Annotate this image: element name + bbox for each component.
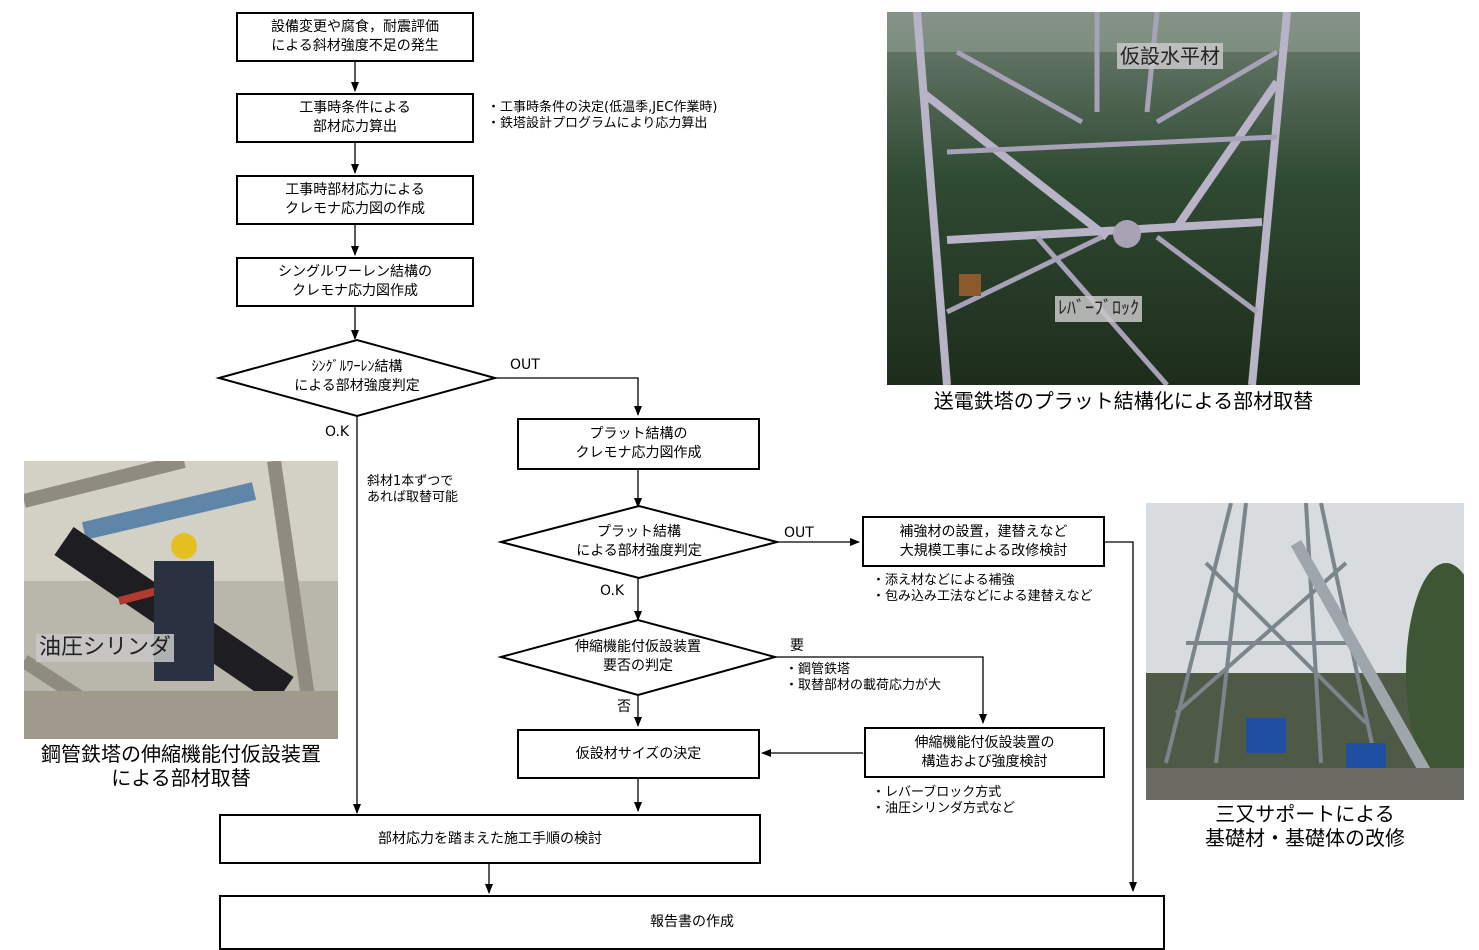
ok-note: 斜材1本ずつで あれば取替可能 — [367, 474, 458, 506]
step-pratt-diagram: プラット結構の クレモナ応力図作成 — [517, 418, 760, 470]
photo-hydraulic-cylinder: 油圧シリンダ — [24, 461, 338, 739]
large-line1: 補強材の設置，建替えなど — [899, 523, 1068, 540]
note-line: ・鋼管鉄塔 — [785, 662, 851, 677]
step-large-scale-repair: 補強材の設置，建替えなど 大規模工事による改修検討 — [862, 516, 1105, 567]
note-line: ・油圧シリンダ方式など — [872, 801, 1016, 816]
report-text: 報告書の作成 — [650, 914, 734, 930]
decision1-label: ｼﾝｸﾞﾙﾜｰﾚﾝ結構 による部材強度判定 — [259, 354, 455, 400]
photo-tag-hydraulic-cylinder: 油圧シリンダ — [36, 634, 175, 662]
step1-line2: による斜材強度不足の発生 — [271, 38, 439, 54]
decision3-line2: 要否の判定 — [603, 658, 673, 674]
decision2-line2: による部材強度判定 — [576, 543, 702, 559]
note-line: ・レバーブロック方式 — [872, 785, 1002, 800]
photo-cylinder-caption: 鋼管鉄塔の伸縮機能付仮設装置 による部材取替 — [14, 742, 348, 790]
step-member-stress-calc: 工事時条件による 部材応力算出 — [236, 93, 474, 143]
step2-notes: ・工事時条件の決定(低温季,JEC作業時) ・鉄塔設計プログラムにより応力算出 — [487, 100, 717, 132]
caption-line: 三又サポートによる — [1215, 802, 1395, 826]
decision3-line1: 伸縮機能付仮設装置 — [575, 639, 701, 655]
step2-line2: 部材応力算出 — [313, 119, 397, 135]
note-line: ・取替部材の載荷応力が大 — [785, 678, 942, 693]
step1-line1: 設備変更や腐食，耐震評価 — [271, 19, 439, 35]
photo-tripod-caption: 三又サポートによる 基礎材・基礎体の改修 — [1146, 802, 1464, 850]
decision2-out-label: OUT — [784, 525, 814, 541]
caption-line: 送電鉄塔のプラット結構化による部材取替 — [933, 389, 1314, 413]
note-line: ・包み込み工法などによる建替えなど — [872, 589, 1093, 604]
caption-line: 基礎材・基礎体の改修 — [1205, 826, 1405, 850]
decision3-diamond — [497, 618, 779, 697]
step-strength-shortage: 設備変更や腐食，耐震評価 による斜材強度不足の発生 — [236, 12, 474, 62]
step4-line1: シングルワーレン結構の — [278, 264, 432, 280]
decision2-diamond — [497, 504, 781, 580]
step-single-warren-diagram: シングルワーレン結構の クレモナ応力図作成 — [236, 257, 474, 307]
device-line1: 伸縮機能付仮設装置の — [914, 734, 1055, 751]
step-temp-size: 仮設材サイズの決定 — [517, 729, 760, 779]
decision1-line2: による部材強度判定 — [294, 378, 420, 394]
tripod-photo-illustration — [1146, 503, 1464, 800]
photo-pratt-tower: 仮設水平材 ﾚﾊﾞｰﾌﾞﾛｯｸ — [887, 12, 1360, 385]
step3-line1: 工事時部材応力による — [285, 182, 425, 198]
note-line: あれば取替可能 — [367, 490, 459, 505]
tower-photo-illustration — [887, 12, 1360, 385]
step5-line2: クレモナ応力図作成 — [575, 445, 702, 461]
step2-line1: 工事時条件による — [299, 100, 411, 116]
decision2-label: プラット結構 による部材強度判定 — [541, 519, 737, 565]
decision2-ok-label: O.K — [600, 583, 625, 599]
decision3-label: 伸縮機能付仮設装置 要否の判定 — [540, 634, 736, 680]
photo-pratt-caption: 送電鉄塔のプラット結構化による部材取替 — [887, 389, 1360, 413]
photo-tag-horizontal-member: 仮設水平材 — [1117, 43, 1223, 69]
decision1-out-label: OUT — [510, 357, 540, 373]
decision2-line1: プラット結構 — [597, 524, 681, 540]
step5-line1: プラット結構の — [589, 426, 688, 442]
large-scale-notes: ・添え材などによる補強 ・包み込み工法などによる建替えなど — [872, 573, 1093, 605]
decision3-no-label: 否 — [617, 699, 631, 715]
decision3-notes: ・鋼管鉄塔 ・取替部材の載荷応力が大 — [785, 662, 941, 694]
step4-line2: クレモナ応力図作成 — [292, 283, 418, 299]
step-device-study: 伸縮機能付仮設装置の 構造および強度検討 — [864, 727, 1105, 778]
photo-tripod-support — [1146, 503, 1464, 800]
step-cremona-diagram: 工事時部材応力による クレモナ応力図の作成 — [236, 175, 474, 225]
note-line: ・工事時条件の決定(低温季,JEC作業時) — [487, 100, 718, 115]
step-procedure: 部材応力を踏まえた施工手順の検討 — [219, 814, 761, 864]
caption-line: 鋼管鉄塔の伸縮機能付仮設装置 — [41, 742, 321, 766]
cylinder-photo-illustration — [24, 461, 338, 739]
photo-tag-lever-block: ﾚﾊﾞｰﾌﾞﾛｯｸ — [1055, 296, 1142, 322]
decision1-line1: ｼﾝｸﾞﾙﾜｰﾚﾝ結構 — [311, 359, 403, 375]
note-line: ・添え材などによる補強 — [872, 573, 1015, 588]
decision1-diamond — [215, 338, 499, 418]
note-line: 斜材1本ずつで — [367, 474, 454, 489]
decision1-ok-label: O.K — [325, 424, 350, 440]
caption-line: による部材取替 — [111, 766, 251, 790]
device-line2: 構造および強度検討 — [921, 753, 1048, 770]
procedure-text: 部材応力を踏まえた施工手順の検討 — [378, 830, 602, 847]
note-line: ・鉄塔設計プログラムにより応力算出 — [487, 116, 708, 131]
temp-size-text: 仮設材サイズの決定 — [575, 745, 702, 762]
device-notes: ・レバーブロック方式 ・油圧シリンダ方式など — [872, 785, 1015, 817]
decision3-yes-label: 要 — [790, 638, 804, 654]
large-line2: 大規模工事による改修検討 — [899, 542, 1068, 559]
step3-line2: クレモナ応力図の作成 — [285, 201, 425, 217]
step-report: 報告書の作成 — [219, 895, 1165, 950]
